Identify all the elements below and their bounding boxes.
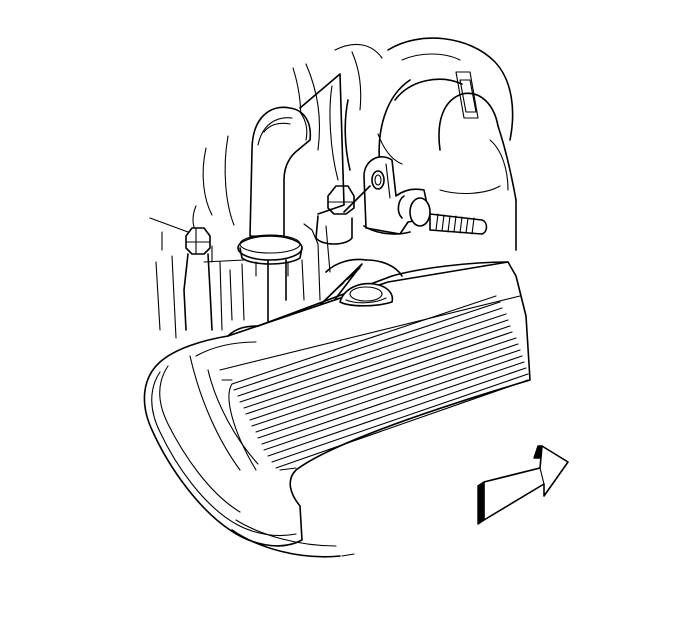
direction-arrow-icon [477, 445, 569, 525]
bolt-head [183, 227, 213, 331]
front-direction-arrow [477, 445, 569, 525]
threaded-stud [409, 197, 488, 235]
cover-ribs [228, 295, 529, 471]
engine-cover [143, 261, 531, 558]
cover-grommet-hole [325, 258, 403, 307]
pcv-hose-elbow [249, 106, 312, 239]
intake-manifold-housing [149, 37, 517, 339]
stud-bracket-nut [315, 156, 431, 245]
hose-grommet [237, 234, 303, 277]
